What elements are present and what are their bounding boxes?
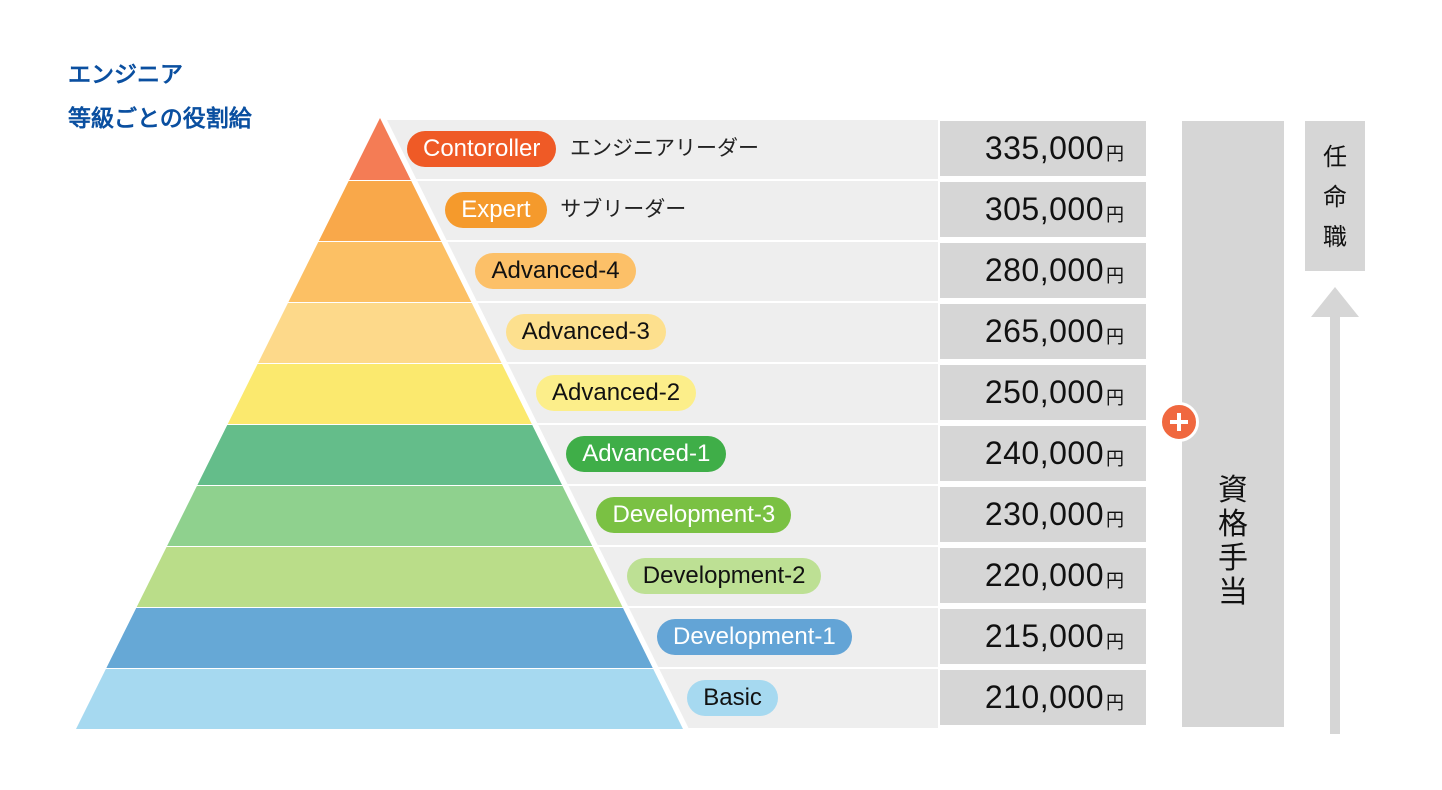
- salary-amount: 210,000: [984, 679, 1104, 715]
- vertical-char: 手: [1218, 541, 1248, 576]
- yen-unit: 円: [1106, 143, 1124, 165]
- level-pill: Contoroller: [406, 131, 557, 167]
- yen-unit: 円: [1106, 265, 1124, 287]
- appointment-label: 任命職: [1305, 145, 1365, 265]
- salary-amount: 250,000: [984, 374, 1104, 410]
- yen-unit: 円: [1106, 570, 1124, 592]
- pyramid-band: [227, 364, 532, 424]
- salary-amount: 265,000: [984, 313, 1104, 349]
- yen-unit: 円: [1106, 387, 1124, 409]
- yen-unit: 円: [1106, 326, 1124, 348]
- level-pill: Advanced-4: [475, 253, 636, 289]
- salary-amount: 305,000: [984, 191, 1104, 227]
- pyramid-band: [197, 425, 562, 485]
- yen-unit: 円: [1106, 509, 1124, 531]
- pyramid-band: [136, 547, 623, 607]
- vertical-char: 当: [1218, 575, 1248, 610]
- yen-unit: 円: [1106, 692, 1124, 714]
- title-line-1: エンジニア: [68, 62, 183, 88]
- vertical-char: 命: [1323, 183, 1347, 211]
- pyramid-band: [106, 608, 653, 668]
- level-pill: Development-2: [626, 558, 822, 594]
- salary-amount: 230,000: [984, 496, 1104, 532]
- vertical-char: 資: [1218, 473, 1248, 508]
- salary-amount: 335,000: [984, 130, 1104, 166]
- level-pill: Basic: [687, 680, 778, 716]
- level-role: サブリーダー: [560, 197, 687, 221]
- salary-amount: 240,000: [984, 435, 1104, 471]
- pyramid-band: [76, 669, 683, 729]
- pyramid-band: [167, 486, 593, 546]
- level-row-band: [417, 181, 939, 240]
- level-pill: Advanced-2: [535, 375, 697, 411]
- level-role: エンジニアリーダー: [569, 136, 759, 160]
- qualification-allowance-label: 資格手当: [1182, 476, 1284, 612]
- vertical-char: 格: [1218, 507, 1248, 542]
- qualification-allowance-box: 資格手当: [1182, 121, 1284, 727]
- pyramid-band: [288, 242, 472, 302]
- salary-amount: 220,000: [984, 557, 1104, 593]
- level-pill: Advanced-3: [505, 314, 666, 350]
- pyramid-band: [258, 303, 502, 363]
- vertical-char: 職: [1323, 223, 1347, 251]
- pyramid-band: [318, 181, 441, 241]
- plus-icon: [1159, 402, 1199, 442]
- arrow-shaft: [1330, 314, 1340, 734]
- yen-unit: 円: [1106, 448, 1124, 470]
- salary-amount: 280,000: [984, 252, 1104, 288]
- yen-unit: 円: [1106, 631, 1124, 653]
- yen-unit: 円: [1106, 204, 1124, 226]
- appointment-box: 任命職: [1305, 121, 1365, 271]
- level-pill: Development-3: [596, 497, 792, 533]
- vertical-char: 任: [1323, 143, 1347, 171]
- level-pill: Advanced-1: [566, 436, 727, 472]
- level-pill: Expert: [445, 192, 547, 228]
- title-line-2: 等級ごとの役割給: [68, 106, 252, 132]
- pyramid-band: [349, 118, 411, 180]
- arrow-up-icon: [1311, 287, 1359, 317]
- salary-amount: 215,000: [984, 618, 1104, 654]
- level-pill: Development-1: [656, 619, 852, 655]
